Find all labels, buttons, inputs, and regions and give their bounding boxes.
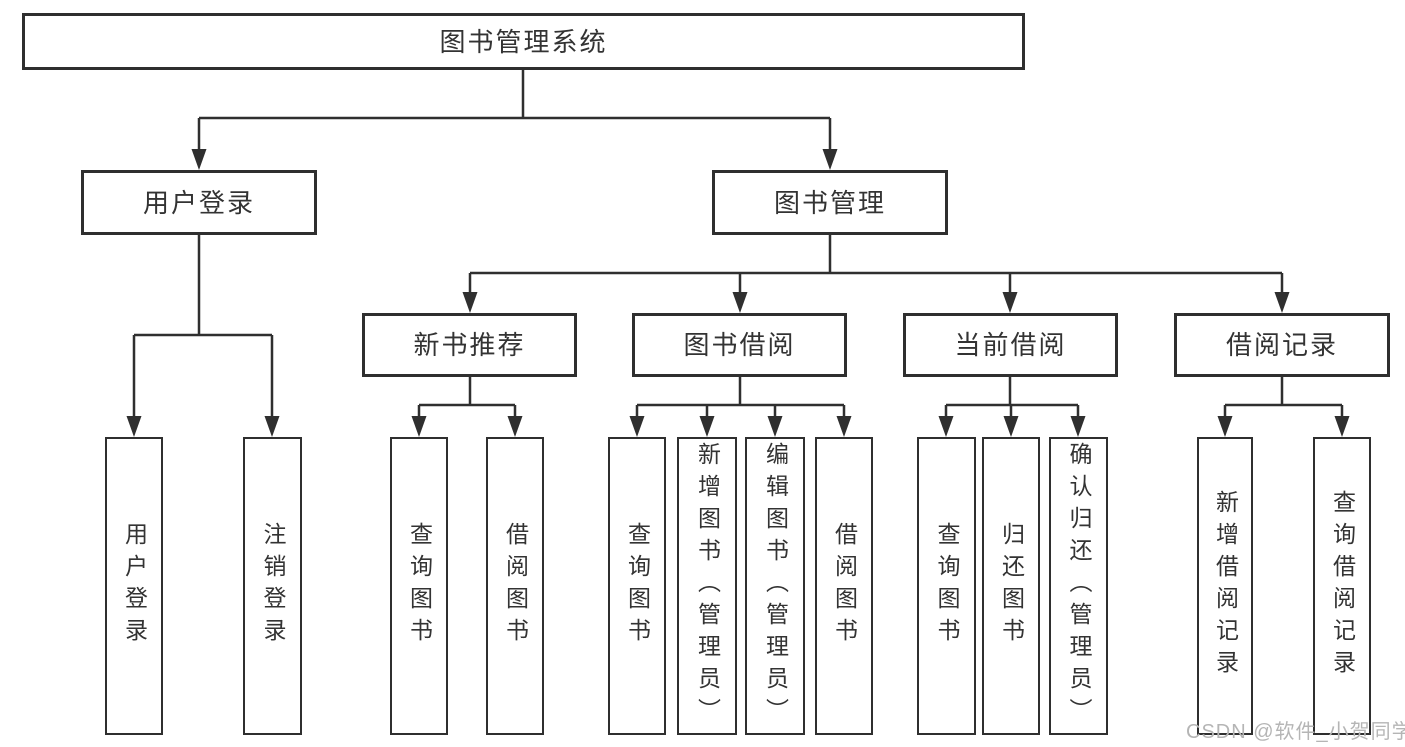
arrowheads (126, 149, 1350, 437)
leaf-borrow-books-recommend: 借阅图书 (486, 437, 544, 735)
leaf-add-borrow-record-label: 新增借阅记录 (1212, 490, 1239, 682)
node-library-system: 图书管理系统 (22, 13, 1025, 70)
node-book-borrowing: 图书借阅 (632, 313, 847, 377)
leaf-confirm-return-admin: 确认归还（管理员） (1049, 437, 1108, 735)
leaf-borrow-books-borrowing: 借阅图书 (815, 437, 873, 735)
node-borrowing-records: 借阅记录 (1174, 313, 1390, 377)
leaf-add-books-admin: 新增图书（管理员） (677, 437, 737, 735)
leaf-query-books-current: 查询图书 (917, 437, 976, 735)
leaf-add-books-admin-label: 新增图书（管理员） (694, 442, 721, 730)
leaf-borrow-books-borrowing-label: 借阅图书 (831, 522, 858, 650)
leaf-query-borrow-record: 查询借阅记录 (1313, 437, 1371, 735)
leaf-return-books: 归还图书 (982, 437, 1040, 735)
leaf-edit-books-admin-label: 编辑图书（管理员） (762, 442, 789, 730)
leaf-user-login: 用户登录 (105, 437, 163, 735)
leaf-query-books-recommend: 查询图书 (390, 437, 448, 735)
leaf-user-login-label: 用户登录 (121, 522, 148, 650)
node-book-management: 图书管理 (712, 170, 948, 235)
leaf-logout-login-label: 注销登录 (260, 522, 286, 650)
leaf-query-books-current-label: 查询图书 (934, 522, 960, 650)
node-current-borrowing-label: 当前借阅 (954, 330, 1067, 360)
leaf-logout-login: 注销登录 (243, 437, 302, 735)
leaf-edit-books-admin: 编辑图书（管理员） (745, 437, 805, 735)
leaf-query-books-recommend-label: 查询图书 (406, 522, 433, 650)
leaf-query-books-borrowing: 查询图书 (608, 437, 666, 735)
node-book-borrowing-label: 图书借阅 (683, 330, 796, 360)
leaf-add-borrow-record: 新增借阅记录 (1197, 437, 1253, 735)
leaf-query-books-borrowing-label: 查询图书 (624, 522, 651, 650)
node-library-system-label: 图书管理系统 (439, 26, 608, 57)
leaf-query-borrow-record-label: 查询借阅记录 (1329, 490, 1356, 682)
leaf-return-books-label: 归还图书 (998, 522, 1025, 650)
node-new-book-recommend: 新书推荐 (362, 313, 577, 377)
csdn-watermark: CSDN @软件_小贺同学 (1186, 721, 1405, 743)
node-borrowing-records-label: 借阅记录 (1225, 330, 1338, 360)
node-user-login-label: 用户登录 (142, 187, 255, 218)
node-current-borrowing: 当前借阅 (903, 313, 1118, 377)
leaf-confirm-return-admin-label: 确认归还（管理员） (1066, 442, 1092, 730)
node-book-management-label: 图书管理 (773, 187, 886, 218)
leaf-borrow-books-recommend-label: 借阅图书 (502, 522, 529, 650)
node-new-book-recommend-label: 新书推荐 (413, 330, 526, 360)
node-user-login: 用户登录 (81, 170, 317, 235)
